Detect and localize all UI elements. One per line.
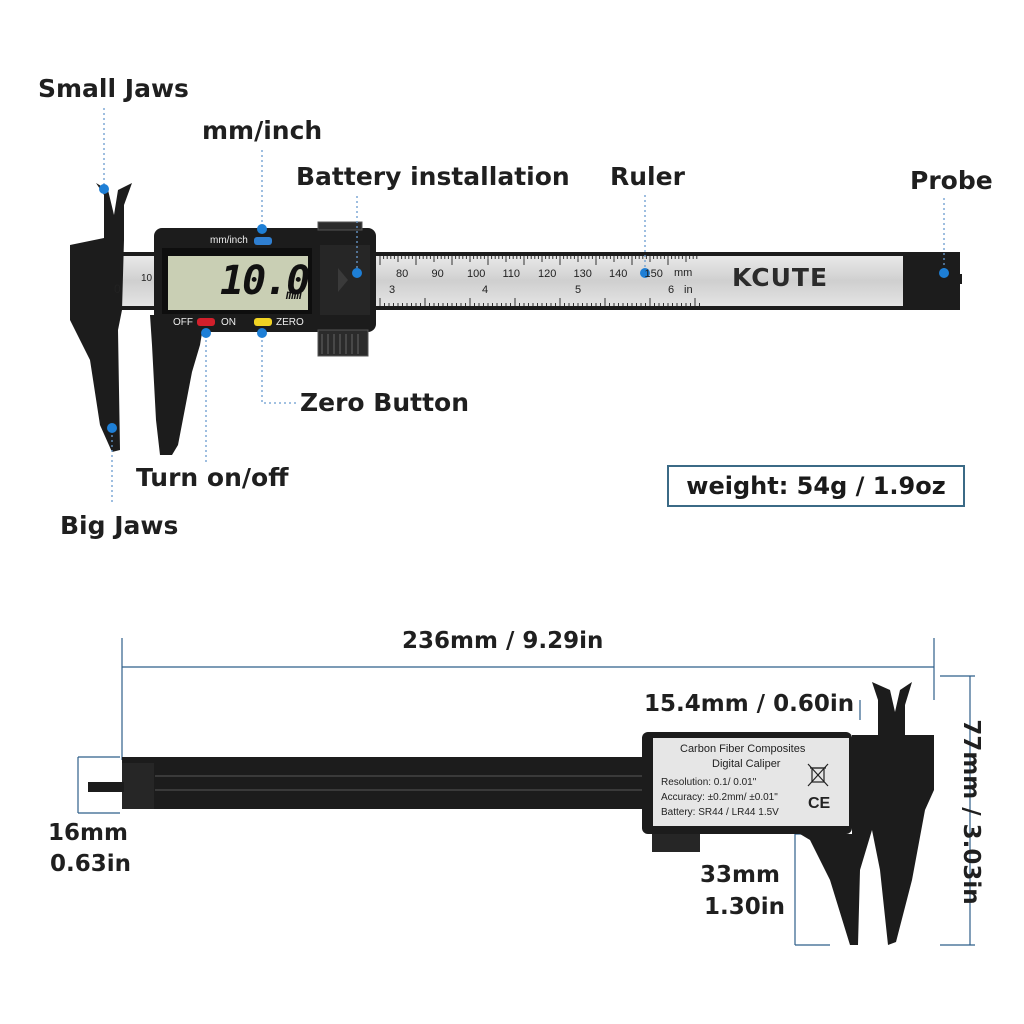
mm-scale-label: 130 [573, 268, 592, 280]
plate-line1: Carbon Fiber Composites [680, 743, 806, 755]
mm-scale-label: 150 [644, 268, 663, 280]
dim-jaw-width: 15.4mm / 0.60in [644, 691, 855, 717]
zero-label: ZERO [276, 317, 304, 328]
sliding-jaw [150, 315, 205, 455]
marker-mm-inch [257, 224, 267, 234]
marker-power [201, 328, 211, 338]
jaw-scale-zero: 0 [114, 282, 121, 296]
mm-inch-button[interactable] [254, 237, 272, 245]
jaws-back [800, 682, 934, 945]
fixed-jaw [70, 183, 132, 452]
caliper-back-illustration [77, 638, 975, 946]
dim-height: 77mm / 3.03in [958, 719, 984, 905]
inch-scale-label: 5 [575, 284, 582, 296]
power-button[interactable] [197, 318, 215, 326]
weee-icon [807, 763, 829, 787]
lcd-unit: mm [286, 288, 302, 303]
plate-accuracy: Accuracy: ±0.2mm/ ±0.01" [661, 792, 778, 803]
mm-scale-label: 90 [431, 268, 444, 280]
marker-probe [939, 268, 949, 278]
mm-scale-label: 100 [467, 268, 486, 280]
label-small-jaws: Small Jaws [38, 74, 189, 103]
dim-length: 236mm / 9.29in [402, 628, 604, 654]
dim-jaw-mm: 33mm [700, 862, 780, 888]
probe [905, 256, 933, 304]
label-battery: Battery installation [296, 162, 570, 191]
dim-jaw-in: 1.30in [704, 894, 786, 920]
off-label: OFF [173, 317, 193, 328]
mm-scale-label: 120 [538, 268, 557, 280]
plate-battery: Battery: SR44 / LR44 1.5V [661, 807, 779, 818]
label-turn-on-off: Turn on/off [136, 463, 289, 492]
on-label: ON [221, 317, 236, 328]
plate-resolution: Resolution: 0.1/ 0.01" [661, 777, 757, 788]
dim-beam-in: 0.63in [50, 851, 132, 877]
label-probe: Probe [910, 166, 993, 195]
marker-battery [352, 268, 362, 278]
probe-back [88, 782, 124, 792]
plate-line2: Digital Caliper [712, 758, 781, 770]
marker-big-jaws [107, 423, 117, 433]
dim-beam-mm: 16mm [48, 820, 128, 846]
lcd-value: 10.0 [220, 258, 310, 304]
lcd-screen [168, 256, 308, 310]
marker-small-jaws [99, 184, 109, 194]
mm-scale-label: 110 [502, 268, 521, 280]
ce-mark: CE [808, 795, 831, 812]
inch-scale-label: 3 [389, 284, 396, 296]
label-big-jaws: Big Jaws [60, 511, 179, 540]
zero-button[interactable] [254, 318, 272, 326]
brand-logo: KCUTE [732, 263, 829, 292]
inch-scale-label: 4 [482, 284, 489, 296]
caliper-front-illustration [70, 108, 962, 505]
ruler-ticks [379, 256, 700, 306]
marker-zero [257, 328, 267, 338]
mm-scale-label: 140 [609, 268, 628, 280]
thumb-roller [317, 221, 369, 357]
label-mm-inch: mm/inch [202, 116, 323, 145]
mm-inch-label: mm/inch [210, 235, 248, 246]
beam-back [122, 757, 682, 809]
label-zero-button: Zero Button [300, 388, 470, 417]
mm-scale-label: 80 [396, 268, 409, 280]
in-unit-label: in [684, 284, 693, 296]
weight-text: weight: 54g / 1.9oz [686, 472, 946, 500]
label-ruler: Ruler [610, 162, 685, 191]
mm-unit-label: mm [674, 267, 693, 279]
weight-box: weight: 54g / 1.9oz [667, 465, 965, 507]
jaw-scale-ten: 10 [141, 273, 153, 284]
inch-scale-label: 6 [668, 284, 675, 296]
marker-ruler [640, 268, 650, 278]
